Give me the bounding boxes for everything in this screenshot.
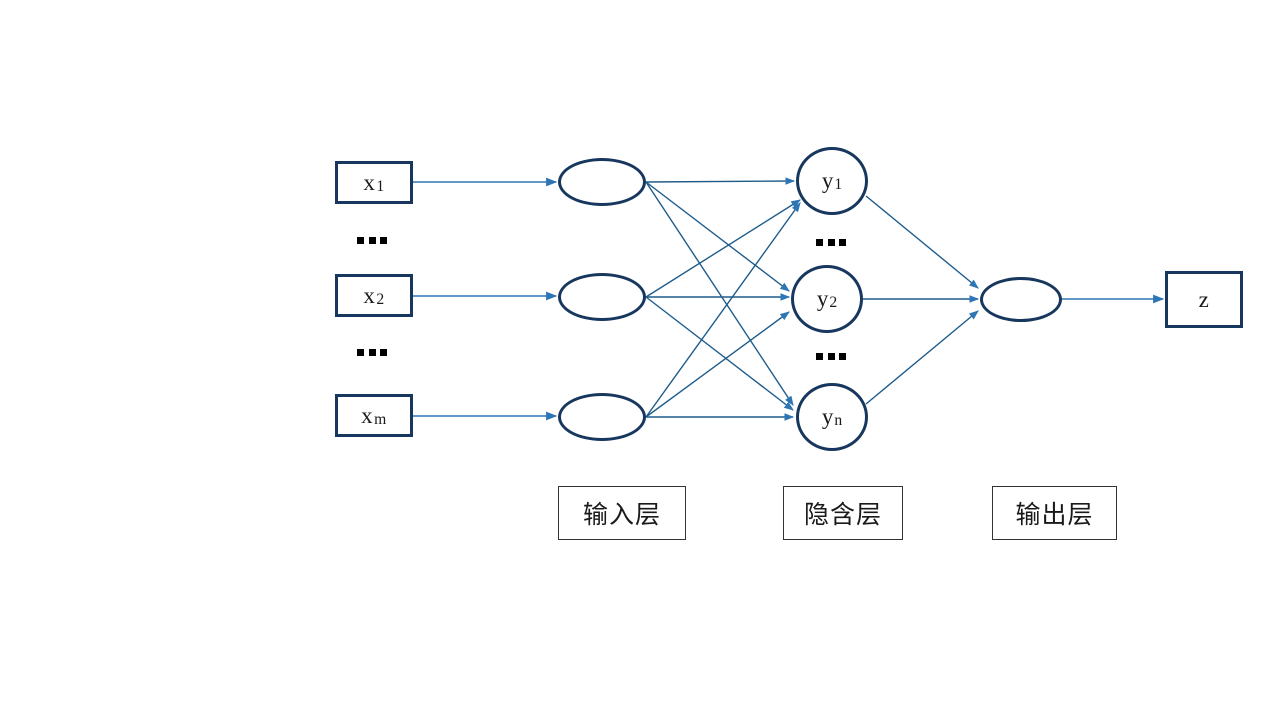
subscript: n	[834, 412, 843, 430]
input-node-2[interactable]	[558, 273, 646, 321]
edge-node-to-hidden	[645, 296, 794, 411]
dot	[839, 238, 846, 246]
dot	[368, 236, 376, 244]
dot	[827, 352, 835, 360]
edge-node-to-hidden	[645, 181, 794, 406]
input-node-3[interactable]	[558, 393, 646, 441]
dot	[368, 348, 376, 356]
dot	[380, 348, 387, 356]
edge-node-to-hidden	[645, 199, 801, 298]
edge-node-to-hidden	[645, 177, 796, 185]
hidden-ellipsis-2	[816, 352, 846, 360]
dot	[380, 236, 387, 244]
layer-label-input: 输入层	[558, 486, 686, 540]
input-ellipsis-1	[357, 236, 387, 244]
layer-label-output: 输出层	[992, 486, 1117, 540]
output-node[interactable]	[980, 277, 1062, 322]
edge-node-to-hidden	[645, 202, 801, 418]
dot	[827, 238, 835, 246]
dot	[816, 352, 823, 360]
input-ellipsis-2	[357, 348, 387, 356]
input-node-1[interactable]	[558, 158, 646, 206]
dot	[357, 348, 364, 356]
edge-hidden-to-output	[865, 310, 979, 405]
dot	[816, 238, 823, 246]
subscript: m	[374, 410, 387, 428]
output-box-z[interactable]: z	[1165, 271, 1243, 328]
dot	[839, 352, 846, 360]
layer-label-hidden: 隐含层	[783, 486, 903, 540]
subscript: 1	[376, 177, 385, 195]
subscript: 2	[829, 294, 838, 312]
edge-node-to-hidden	[645, 311, 790, 418]
hidden-ellipsis-1	[816, 238, 846, 246]
subscript: 1	[834, 176, 843, 194]
edge-node-to-hidden	[645, 181, 790, 292]
subscript: 2	[376, 290, 385, 308]
edge-hidden-to-output	[865, 195, 979, 289]
dot	[357, 236, 364, 244]
